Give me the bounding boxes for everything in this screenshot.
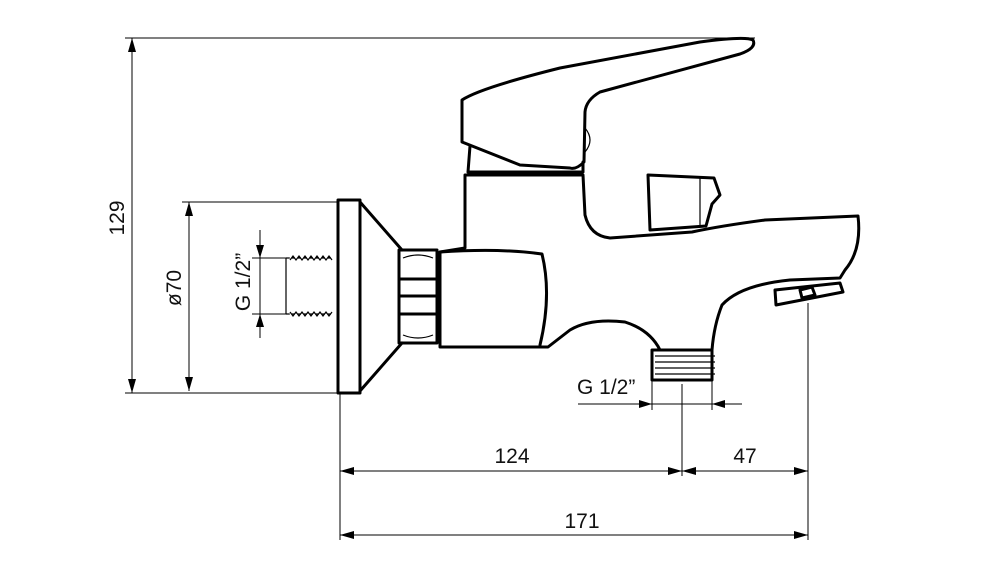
label-outlet-thread: G 1/2” bbox=[577, 376, 635, 399]
label-width-47: 47 bbox=[733, 445, 756, 468]
label-diameter-70: ø70 bbox=[163, 270, 186, 306]
lever-handle bbox=[460, 36, 756, 174]
outlet-thread bbox=[650, 348, 715, 382]
mixer-body bbox=[438, 173, 861, 352]
dim-width-124 bbox=[340, 467, 682, 475]
inlet-thread bbox=[285, 255, 333, 317]
dim-height-129 bbox=[125, 37, 755, 394]
label-height-129: 129 bbox=[106, 200, 129, 235]
hex-nut bbox=[397, 248, 439, 345]
dim-width-171 bbox=[340, 531, 808, 539]
label-inlet-thread: G 1/2” bbox=[232, 253, 255, 311]
label-width-171: 171 bbox=[564, 510, 599, 533]
wall-flange bbox=[336, 198, 404, 395]
dim-outlet-thread bbox=[578, 380, 742, 410]
label-width-124: 124 bbox=[494, 445, 529, 468]
dim-inlet-thread bbox=[252, 230, 290, 338]
dim-diameter-70 bbox=[182, 201, 338, 391]
dim-width-47 bbox=[682, 467, 808, 475]
